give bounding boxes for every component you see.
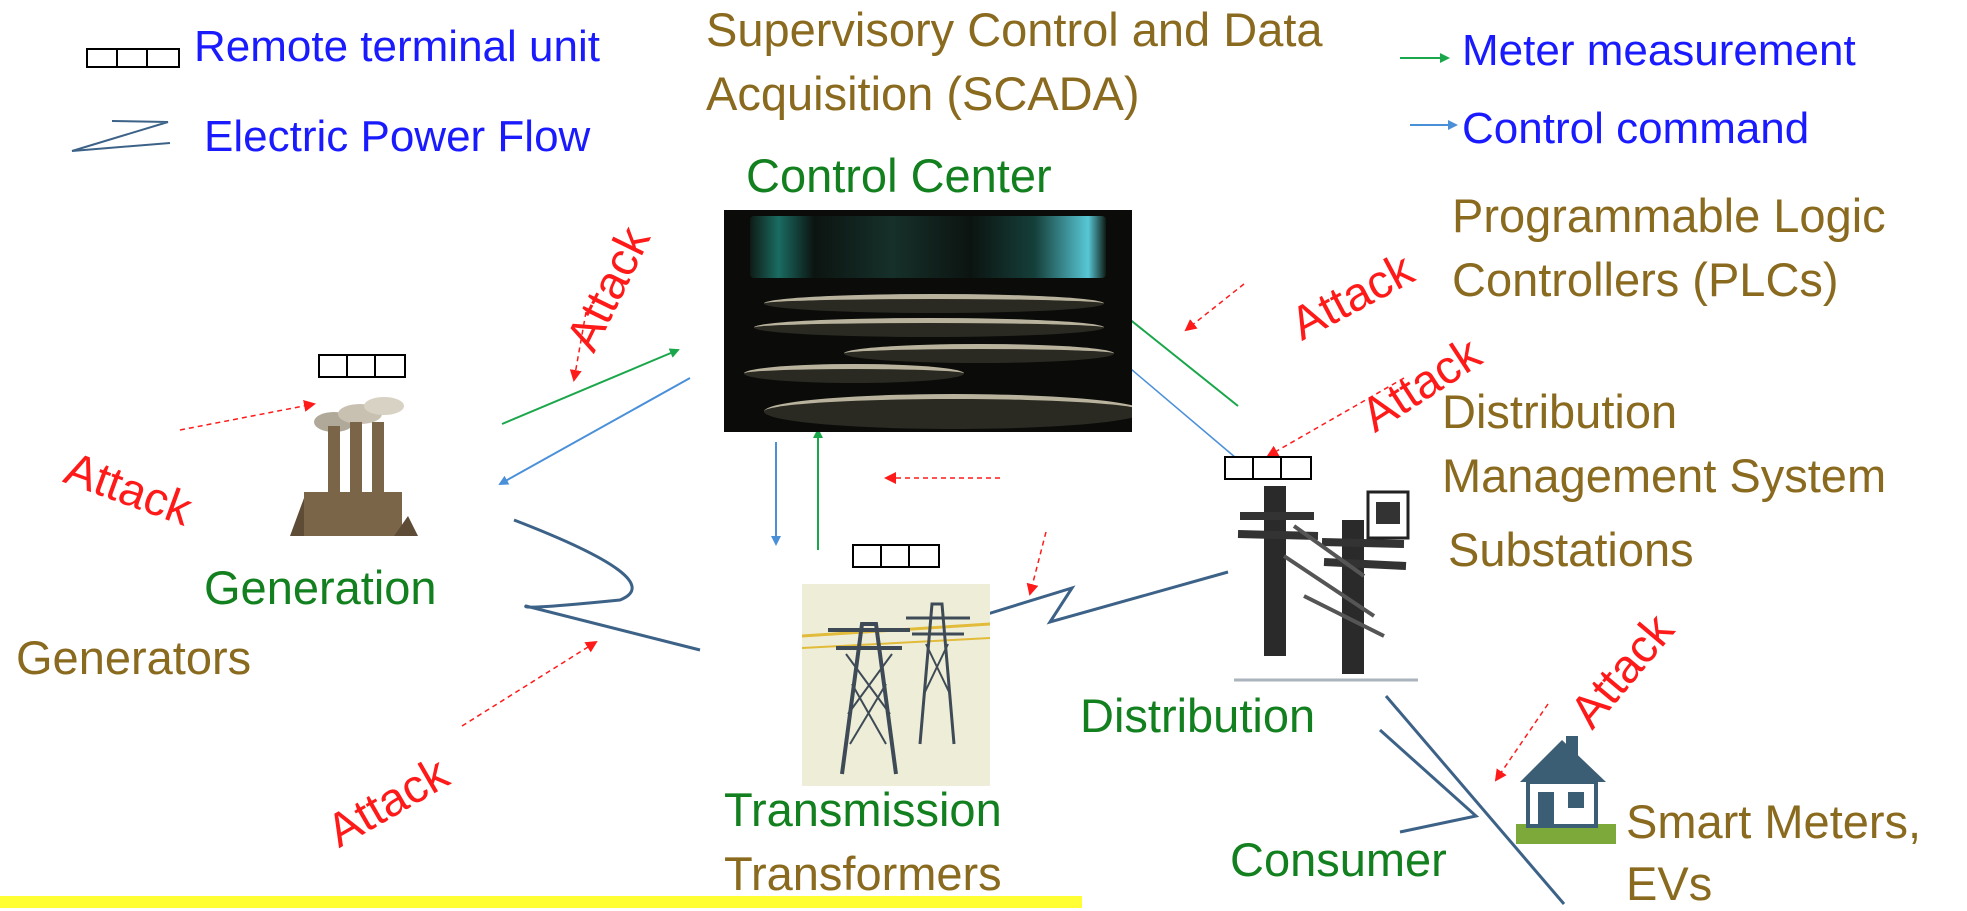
power-flow-legend-icon [71,120,171,152]
transmission-label: Transmission [724,783,1002,836]
attack-arrow-power-line [461,640,598,727]
distribution-rtu-icon [1224,456,1312,480]
control-legend-label: Control command [1462,104,1810,153]
transmission-rtu-icon [852,544,940,568]
control-center-photo [724,210,1132,432]
control-center-label: Control Center [746,149,1052,202]
distribution-pole-photo [1234,486,1418,682]
plc-label-line1: Programmable Logic [1452,189,1886,242]
scada-title-line2: Acquisition (SCADA) [706,67,1140,120]
generation-rtu-icon [318,354,406,378]
attack-arrow-generation [179,400,316,431]
substations-label: Substations [1448,523,1694,576]
generation-label: Generation [204,561,437,614]
rtu-legend-label: Remote terminal unit [194,22,600,71]
attack-arrow-consumer [1494,703,1549,782]
transmission-tower-photo [802,584,990,786]
transformers-label: Transformers [724,847,1002,900]
smart-meters-label-line2: EVs [1626,857,1713,910]
dms-label-line1: Distribution [1442,385,1678,438]
consumer-label: Consumer [1230,833,1447,886]
house-icon [1516,736,1616,844]
generators-label: Generators [16,631,252,684]
meter-legend-label: Meter measurement [1462,26,1856,75]
smart-meters-label-line1: Smart Meters, [1626,795,1922,848]
scada-title-line1: Supervisory Control and Data [706,3,1323,56]
attack-arrow-cc [1184,283,1245,332]
cc-to-gen-control-arrow [498,377,691,485]
attack-arrow-gen-link [569,311,587,382]
gen-to-trans-power-line [513,518,701,652]
highlight-bar [0,896,1082,908]
gen-to-cc-meter-arrow [501,348,680,425]
attack-arrow-trans-line [1026,531,1047,596]
trans-to-dist-power-line [967,570,1229,625]
rtu-legend-icon [86,48,180,68]
dist-to-consumer-power-line [1378,695,1566,905]
dms-label-line2: Management System [1442,449,1887,502]
distribution-label: Distribution [1080,689,1316,742]
power-flow-legend-label: Electric Power Flow [204,112,591,161]
attack-arrow-substation-rtu [1266,377,1405,457]
factory-icon [290,397,418,536]
plc-label-line2: Controllers (PLCs) [1452,253,1839,306]
